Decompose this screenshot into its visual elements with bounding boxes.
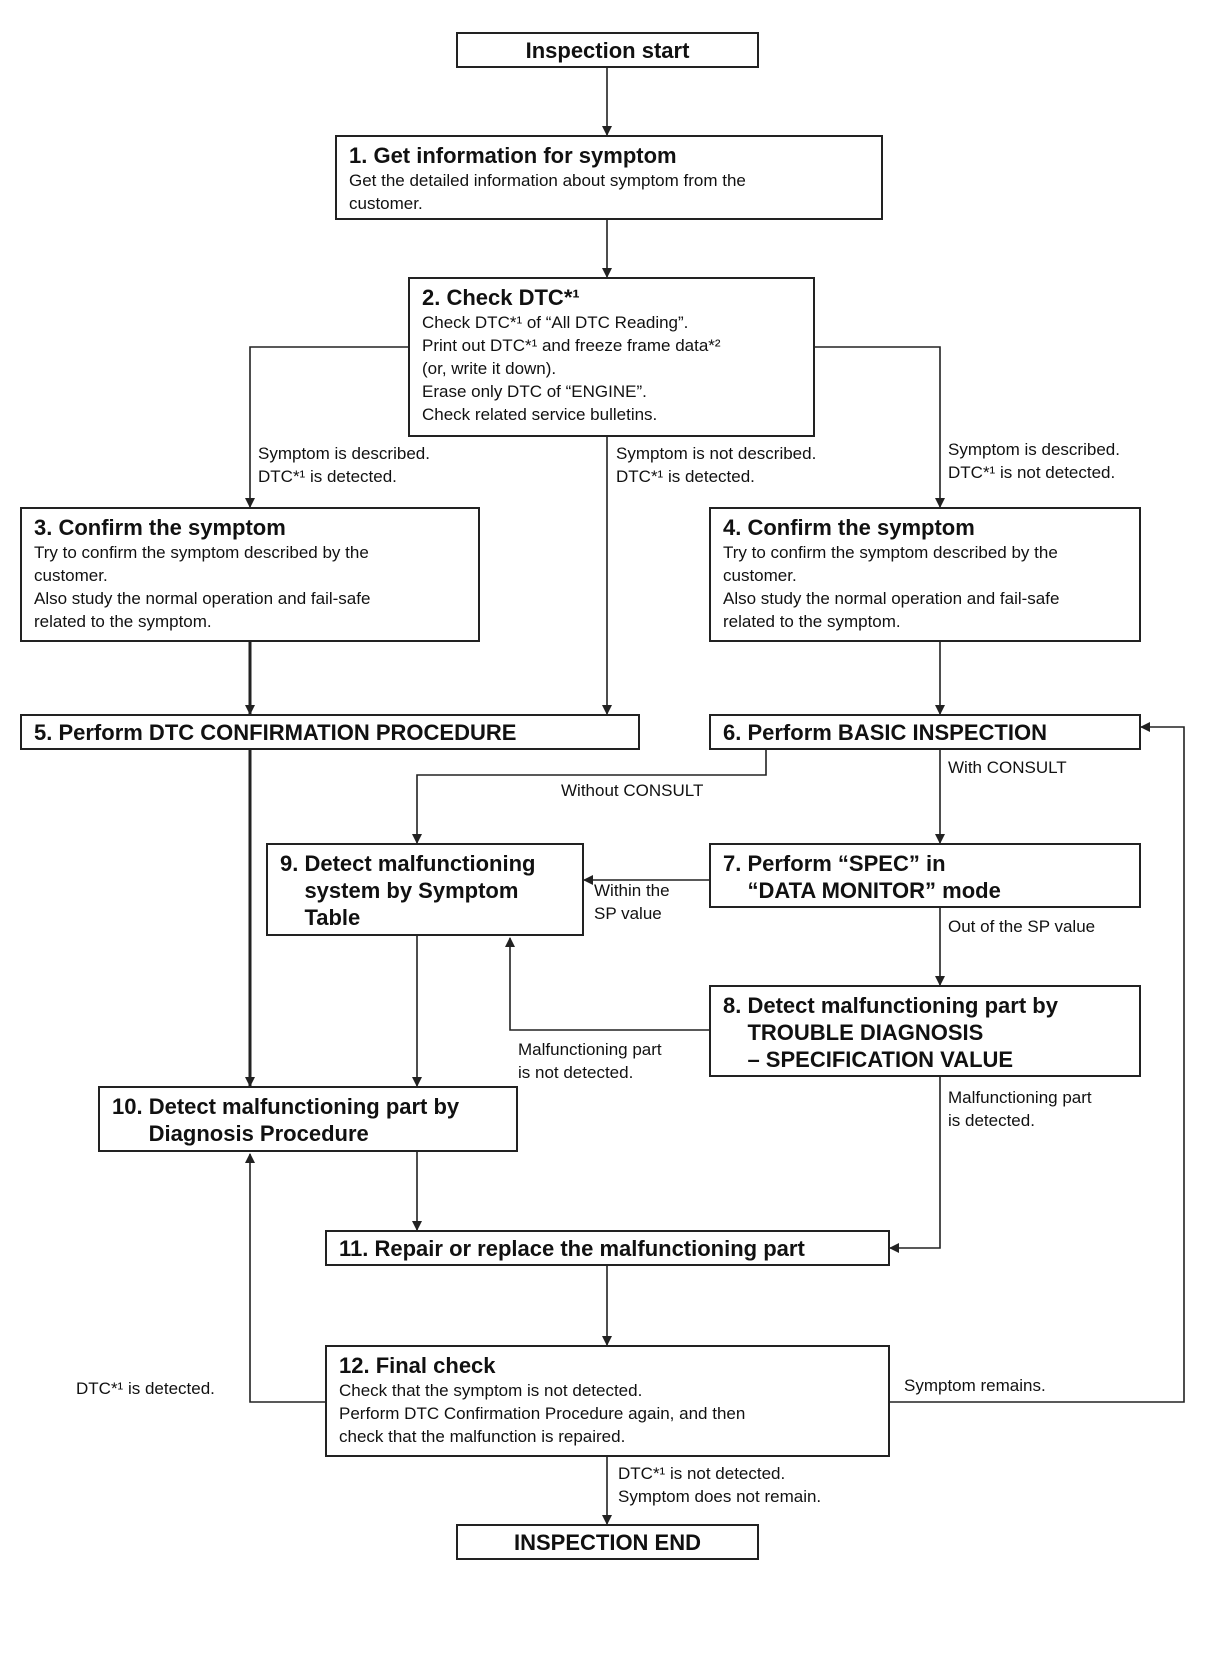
step-10-box: 10. Detect malfunctioning part by Diagno…	[98, 1086, 518, 1152]
label-2-to-3-line-1: Symptom is described.	[258, 444, 430, 463]
step-8-title: 8. Detect malfunctioning part by TROUBLE…	[723, 993, 1058, 1072]
step-11-box: 11. Repair or replace the malfunctioning…	[325, 1230, 890, 1266]
step-12-line-3: check that the malfunction is repaired.	[339, 1427, 626, 1446]
arrow-8-to-11	[889, 1077, 941, 1253]
arrow-6-to-9	[412, 747, 767, 844]
step-2-line-5: Check related service bulletins.	[422, 405, 658, 424]
step-2-line-2: Print out DTC*¹ and freeze frame data*²	[422, 336, 721, 355]
label-12-to-10-line-1: DTC*¹ is detected.	[76, 1379, 215, 1398]
step-2-line-1: Check DTC*¹ of “All DTC Reading”.	[422, 313, 689, 332]
step-12-title: 12. Final check	[339, 1353, 496, 1378]
step-1-line-2: customer.	[349, 194, 423, 213]
label-12-to-end-line-1: DTC*¹ is not detected.	[618, 1464, 786, 1483]
label-8-to-9-line-1: Malfunctioning part	[518, 1040, 662, 1059]
inspection-end-box: INSPECTION END	[456, 1524, 759, 1560]
step-3-line-1: Try to confirm the symptom described by …	[34, 543, 369, 562]
step-3-box: 3. Confirm the symptom Try to confirm th…	[20, 507, 480, 642]
step-9-title: 9. Detect malfunctioning system by Sympt…	[280, 851, 536, 930]
arrow-12-to-10	[245, 1153, 325, 1403]
label-7-to-9-line-2: SP value	[594, 904, 662, 923]
label-8-to-9: Malfunctioning part is not detected.	[518, 1038, 662, 1084]
step-7-title: 7. Perform “SPEC” in “DATA MONITOR” mode	[723, 851, 1001, 903]
step-5-box: 5. Perform DTC CONFIRMATION PROCEDURE	[20, 714, 640, 750]
step-3-line-4: related to the symptom.	[34, 612, 212, 631]
step-12-line-2: Perform DTC Confirmation Procedure again…	[339, 1404, 746, 1423]
label-6-to-7: With CONSULT	[948, 756, 1067, 779]
step-4-line-4: related to the symptom.	[723, 612, 901, 631]
step-1-line-1: Get the detailed information about sympt…	[349, 171, 746, 190]
label-2-to-4-line-1: Symptom is described.	[948, 440, 1120, 459]
step-2-title: 2. Check DTC*¹	[422, 285, 580, 310]
step-2-line-4: Erase only DTC of “ENGINE”.	[422, 382, 647, 401]
label-2-to-5-line-1: Symptom is not described.	[616, 444, 817, 463]
label-2-to-4-line-2: DTC*¹ is not detected.	[948, 463, 1116, 482]
label-6-to-9-line-1: Without CONSULT	[561, 781, 704, 800]
step-3-line-3: Also study the normal operation and fail…	[34, 589, 371, 608]
inspection-start-box: Inspection start	[456, 32, 759, 68]
label-12-to-6: Symptom remains.	[904, 1374, 1046, 1397]
step-7-box: 7. Perform “SPEC” in “DATA MONITOR” mode	[709, 843, 1141, 908]
label-8-to-11: Malfunctioning part is detected.	[948, 1086, 1092, 1132]
step-6-title: 6. Perform BASIC INSPECTION	[723, 720, 1047, 745]
arrow-8-to-9	[505, 937, 709, 1031]
label-12-to-end-line-2: Symptom does not remain.	[618, 1487, 822, 1506]
label-8-to-11-line-1: Malfunctioning part	[948, 1088, 1092, 1107]
step-4-box: 4. Confirm the symptom Try to confirm th…	[709, 507, 1141, 642]
inspection-end-title: INSPECTION END	[513, 1530, 702, 1555]
step-2-line-3: (or, write it down).	[422, 359, 557, 378]
step-3-title: 3. Confirm the symptom	[34, 515, 286, 540]
arrow-2-to-3	[245, 346, 408, 508]
step-3-line-2: customer.	[34, 566, 108, 585]
label-6-to-7-line-1: With CONSULT	[948, 758, 1067, 777]
step-4-line-1: Try to confirm the symptom described by …	[723, 543, 1058, 562]
step-12-box: 12. Final check Check that the symptom i…	[325, 1345, 890, 1457]
step-8-box: 8. Detect malfunctioning part by TROUBLE…	[709, 985, 1141, 1077]
step-4-line-2: customer.	[723, 566, 797, 585]
label-7-to-8-line-1: Out of the SP value	[948, 917, 1096, 936]
label-12-to-10: DTC*¹ is detected.	[76, 1377, 215, 1400]
step-2-box: 2. Check DTC*¹ Check DTC*¹ of “All DTC R…	[408, 277, 815, 437]
label-2-to-4: Symptom is described. DTC*¹ is not detec…	[948, 438, 1120, 484]
label-2-to-3: Symptom is described. DTC*¹ is detected.	[258, 442, 430, 488]
label-2-to-5: Symptom is not described. DTC*¹ is detec…	[616, 442, 816, 488]
step-4-title: 4. Confirm the symptom	[723, 515, 975, 540]
step-11-title: 11. Repair or replace the malfunctioning…	[339, 1236, 805, 1261]
label-8-to-11-line-2: is detected.	[948, 1111, 1035, 1130]
step-9-box: 9. Detect malfunctioning system by Sympt…	[266, 843, 584, 936]
step-6-box: 6. Perform BASIC INSPECTION	[709, 714, 1141, 750]
step-1-title: 1. Get information for symptom	[349, 143, 677, 168]
step-1-box: 1. Get information for symptom Get the d…	[335, 135, 883, 220]
label-7-to-9-line-1: Within the	[594, 881, 670, 900]
label-2-to-5-line-2: DTC*¹ is detected.	[616, 467, 755, 486]
arrow-12-to-6	[890, 722, 1185, 1403]
label-12-to-end: DTC*¹ is not detected. Symptom does not …	[618, 1462, 821, 1508]
step-5-title: 5. Perform DTC CONFIRMATION PROCEDURE	[34, 720, 517, 745]
step-12-line-1: Check that the symptom is not detected.	[339, 1381, 643, 1400]
label-7-to-9: Within the SP value	[594, 879, 670, 925]
step-4-line-3: Also study the normal operation and fail…	[723, 589, 1060, 608]
label-12-to-6-line-1: Symptom remains.	[904, 1376, 1046, 1395]
arrow-2-to-4	[815, 346, 945, 508]
label-6-to-9: Without CONSULT	[561, 779, 703, 802]
label-2-to-3-line-2: DTC*¹ is detected.	[258, 467, 397, 486]
label-8-to-9-line-2: is not detected.	[518, 1063, 634, 1082]
inspection-start-title: Inspection start	[525, 38, 690, 63]
step-10-title: 10. Detect malfunctioning part by Diagno…	[112, 1094, 460, 1146]
label-7-to-8: Out of the SP value	[948, 915, 1095, 938]
